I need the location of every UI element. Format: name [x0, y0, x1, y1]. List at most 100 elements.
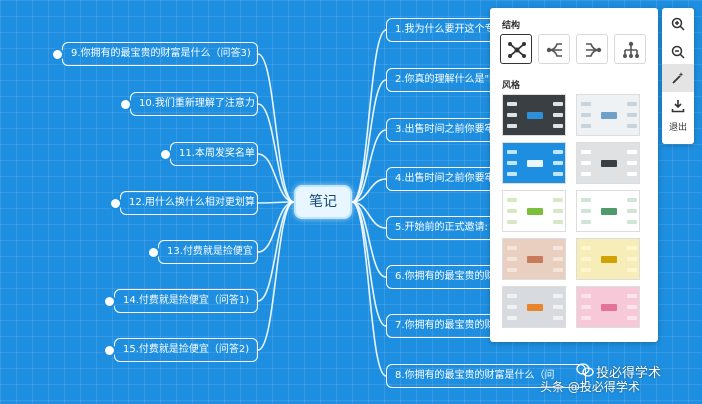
zoom-out-icon — [671, 45, 685, 59]
topic-node-13[interactable]: 13.付费就是捡便宜 — [158, 240, 258, 264]
swatch-branch — [507, 161, 517, 165]
style-swatch-5[interactable] — [502, 190, 566, 232]
swatch-branch — [507, 305, 517, 309]
topic-node-2[interactable]: 2.你真的理解什么是"赔 — [386, 68, 496, 92]
swatch-branch — [553, 102, 563, 106]
org-chart-icon — [623, 41, 639, 58]
structure-mindmap-button[interactable] — [500, 34, 532, 64]
style-swatch-3[interactable] — [502, 142, 566, 184]
central-topic[interactable]: 笔记 — [294, 185, 352, 219]
swatch-branch — [507, 268, 517, 272]
swatch-branch — [553, 113, 563, 117]
topic-node-10[interactable]: 10.我们重新理解了注意力 — [130, 92, 258, 116]
swatch-branch — [627, 316, 637, 320]
swatch-center-topic — [601, 208, 617, 215]
topic-node-3[interactable]: 3.出售时间之前你要牢 — [386, 118, 496, 142]
structure-left-tree-button[interactable] — [538, 34, 570, 64]
swatch-branch — [627, 113, 637, 117]
style-swatch-7[interactable] — [502, 238, 566, 280]
collapse-toggle[interactable] — [109, 197, 122, 210]
topic-node-12[interactable]: 12.用什么换什么相对更划算 — [120, 191, 258, 215]
collapse-toggle[interactable] — [159, 148, 172, 161]
topic-node-7[interactable]: 7.你拥有的最宝贵的财 — [386, 314, 496, 338]
swatch-branch — [581, 305, 591, 309]
style-swatch-2[interactable] — [576, 94, 640, 136]
collapse-toggle[interactable] — [103, 344, 116, 357]
swatch-branch — [553, 246, 563, 250]
mindmap-icon — [508, 42, 526, 58]
swatch-branch — [627, 209, 637, 213]
zoom-out-button[interactable] — [662, 38, 694, 66]
structure-right-tree-button[interactable] — [576, 34, 608, 64]
topic-node-5[interactable]: 5.开始前的正式邀请: — [386, 216, 496, 240]
swatch-branch — [553, 220, 563, 224]
exit-button[interactable]: 退出 — [668, 123, 687, 133]
theme-wand-button[interactable] — [662, 64, 694, 92]
swatch-branch — [553, 124, 563, 128]
branch-connector — [257, 53, 295, 203]
style-swatch-9[interactable] — [502, 286, 566, 328]
swatch-branch — [581, 268, 591, 272]
swatch-branch — [627, 220, 637, 224]
swatch-center-topic — [527, 208, 543, 215]
swatch-branch — [581, 220, 591, 224]
swatch-branch — [507, 209, 517, 213]
swatch-center-topic — [601, 160, 617, 167]
watermark: 投必得学术 头条 @投必得学术 — [540, 362, 700, 402]
swatch-branch — [581, 198, 591, 202]
export-button[interactable] — [662, 92, 694, 120]
style-swatch-1[interactable] — [502, 94, 566, 136]
swatch-branch — [627, 172, 637, 176]
download-icon — [671, 100, 685, 113]
topic-node-11[interactable]: 11.本周发奖名单 — [170, 142, 258, 166]
swatch-branch — [627, 305, 637, 309]
wechat-logo-icon — [576, 363, 594, 377]
swatch-branch — [507, 102, 517, 106]
swatch-branch — [627, 246, 637, 250]
swatch-branch — [627, 124, 637, 128]
zoom-in-button[interactable] — [662, 10, 694, 38]
collapse-toggle[interactable] — [119, 98, 132, 111]
style-swatch-4[interactable] — [576, 142, 640, 184]
topic-node-9[interactable]: 9.你拥有的最宝贵的财富是什么（问答3) — [62, 42, 258, 66]
watermark-account: 投必得学术 — [596, 366, 662, 381]
branch-connector — [257, 201, 295, 302]
branch-connector — [257, 201, 295, 351]
topic-node-1[interactable]: 1.我为什么要开这个专 — [386, 18, 496, 42]
collapse-toggle[interactable] — [147, 246, 160, 259]
swatch-branch — [507, 294, 517, 298]
theme-panel: 结构 — [490, 8, 658, 342]
topic-node-15[interactable]: 15.付费就是捡便宜（问答2) — [114, 338, 258, 362]
swatch-branch — [553, 172, 563, 176]
swatch-branch — [581, 246, 591, 250]
swatch-center-topic — [601, 112, 617, 119]
collapse-toggle[interactable] — [103, 295, 116, 308]
style-heading: 风格 — [502, 81, 521, 91]
collapse-toggle[interactable] — [51, 48, 64, 61]
swatch-branch — [553, 257, 563, 261]
swatch-center-topic — [527, 160, 543, 167]
swatch-center-topic — [527, 256, 543, 263]
swatch-branch — [627, 198, 637, 202]
style-swatch-6[interactable] — [576, 190, 640, 232]
structure-org-chart-button[interactable] — [614, 34, 646, 64]
swatch-branch — [581, 124, 591, 128]
style-swatch-8[interactable] — [576, 238, 640, 280]
swatch-branch — [553, 161, 563, 165]
watermark-source: 头条 @投必得学术 — [540, 380, 640, 394]
swatch-center-topic — [527, 112, 543, 119]
swatch-branch — [627, 150, 637, 154]
swatch-branch — [507, 257, 517, 261]
swatch-branch — [581, 150, 591, 154]
style-swatch-10[interactable] — [576, 286, 640, 328]
swatch-branch — [581, 161, 591, 165]
branch-connector — [351, 201, 387, 377]
swatch-branch — [627, 102, 637, 106]
topic-node-14[interactable]: 14.付费就是捡便宜（问答1) — [114, 289, 258, 313]
topic-node-6[interactable]: 6.你拥有的最宝贵的财 — [386, 265, 496, 289]
topic-node-4[interactable]: 4.出售时间之前你要牢 — [386, 167, 496, 191]
swatch-branch — [581, 294, 591, 298]
swatch-branch — [507, 198, 517, 202]
